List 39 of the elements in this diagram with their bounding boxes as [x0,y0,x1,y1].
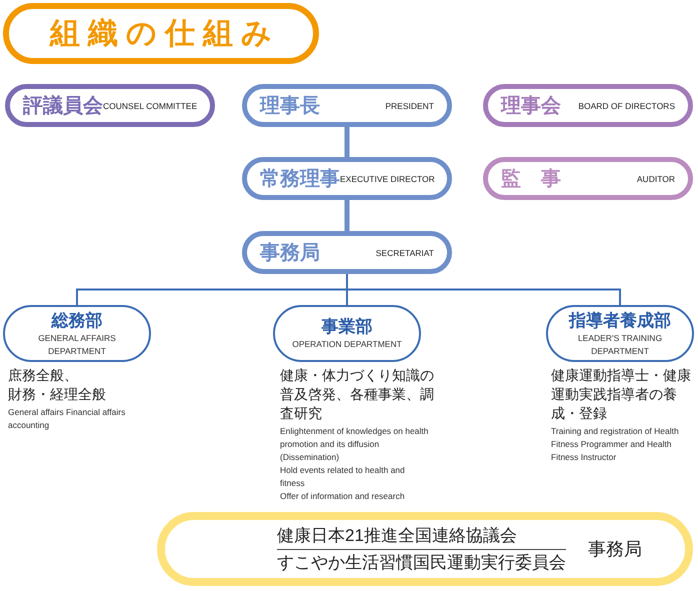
english-name: EXECUTIVE DIRECTOR [340,172,435,184]
english-name: COUNSEL COMMITTEE [103,100,198,112]
english-name: SECRETARIAT [376,246,434,258]
unit-name: 常務理事 [260,166,340,192]
title-text: 組織の仕組み [50,16,280,52]
english-department-name: OPERATION DEPARTMENT [292,338,402,351]
description-text: 健康・体力づくり知識の普及啓発、各種事業、調査研究 [280,366,435,423]
unit-name: 評議員会 [23,94,103,118]
organization-box [483,157,693,200]
unit-name: 理事会 [501,94,561,118]
description-text: 健康運動指導士・健康運動実践指導者の養成・登録 [551,366,692,423]
unit-name: 事務局 [260,240,320,266]
english-department-name: LEADER'S TRAINING DEPARTMENT [576,332,664,358]
description-english: Offer of information and research [280,490,406,503]
connector-line [346,274,621,305]
english-name: BOARD OF DIRECTORS [578,100,675,112]
organization-box [5,84,215,127]
description-english: Enlightenment of knowledges on health promotion and its diffusion (Dissemination) [280,425,430,464]
unit-name: 理事長 [260,94,320,118]
department-name: 総務部 [52,310,102,332]
organization-box [242,231,452,274]
organization-box [242,84,452,127]
description-text: 庶務全般、財務・経理全般 [8,366,107,404]
council-name: 健康日本21推進全国連絡協議会 [277,524,518,546]
connector-line [344,127,350,157]
english-name: PRESIDENT [385,100,434,112]
organization-box [242,157,452,200]
connector-line [344,200,350,231]
department-name: 事業部 [322,316,372,338]
description-english: Training and registration of Health Fitness Programmer and Health Fitness Instructor [551,425,680,464]
description-english: Hold events related to health and fitness [280,464,406,490]
description-english: General affairs Financial affairs accounting [8,406,126,432]
office-name: 事務局 [588,538,642,561]
organization-box [483,84,693,127]
english-name: AUDITOR [636,172,675,184]
council-name: すこやか生活習慣国民運動実行委員会 [277,552,566,574]
unit-name: 監 事 [501,166,561,192]
department-name: 指導者養成部 [569,310,671,332]
english-department-name: GENERAL AFFAIRS DEPARTMENT [37,332,117,358]
